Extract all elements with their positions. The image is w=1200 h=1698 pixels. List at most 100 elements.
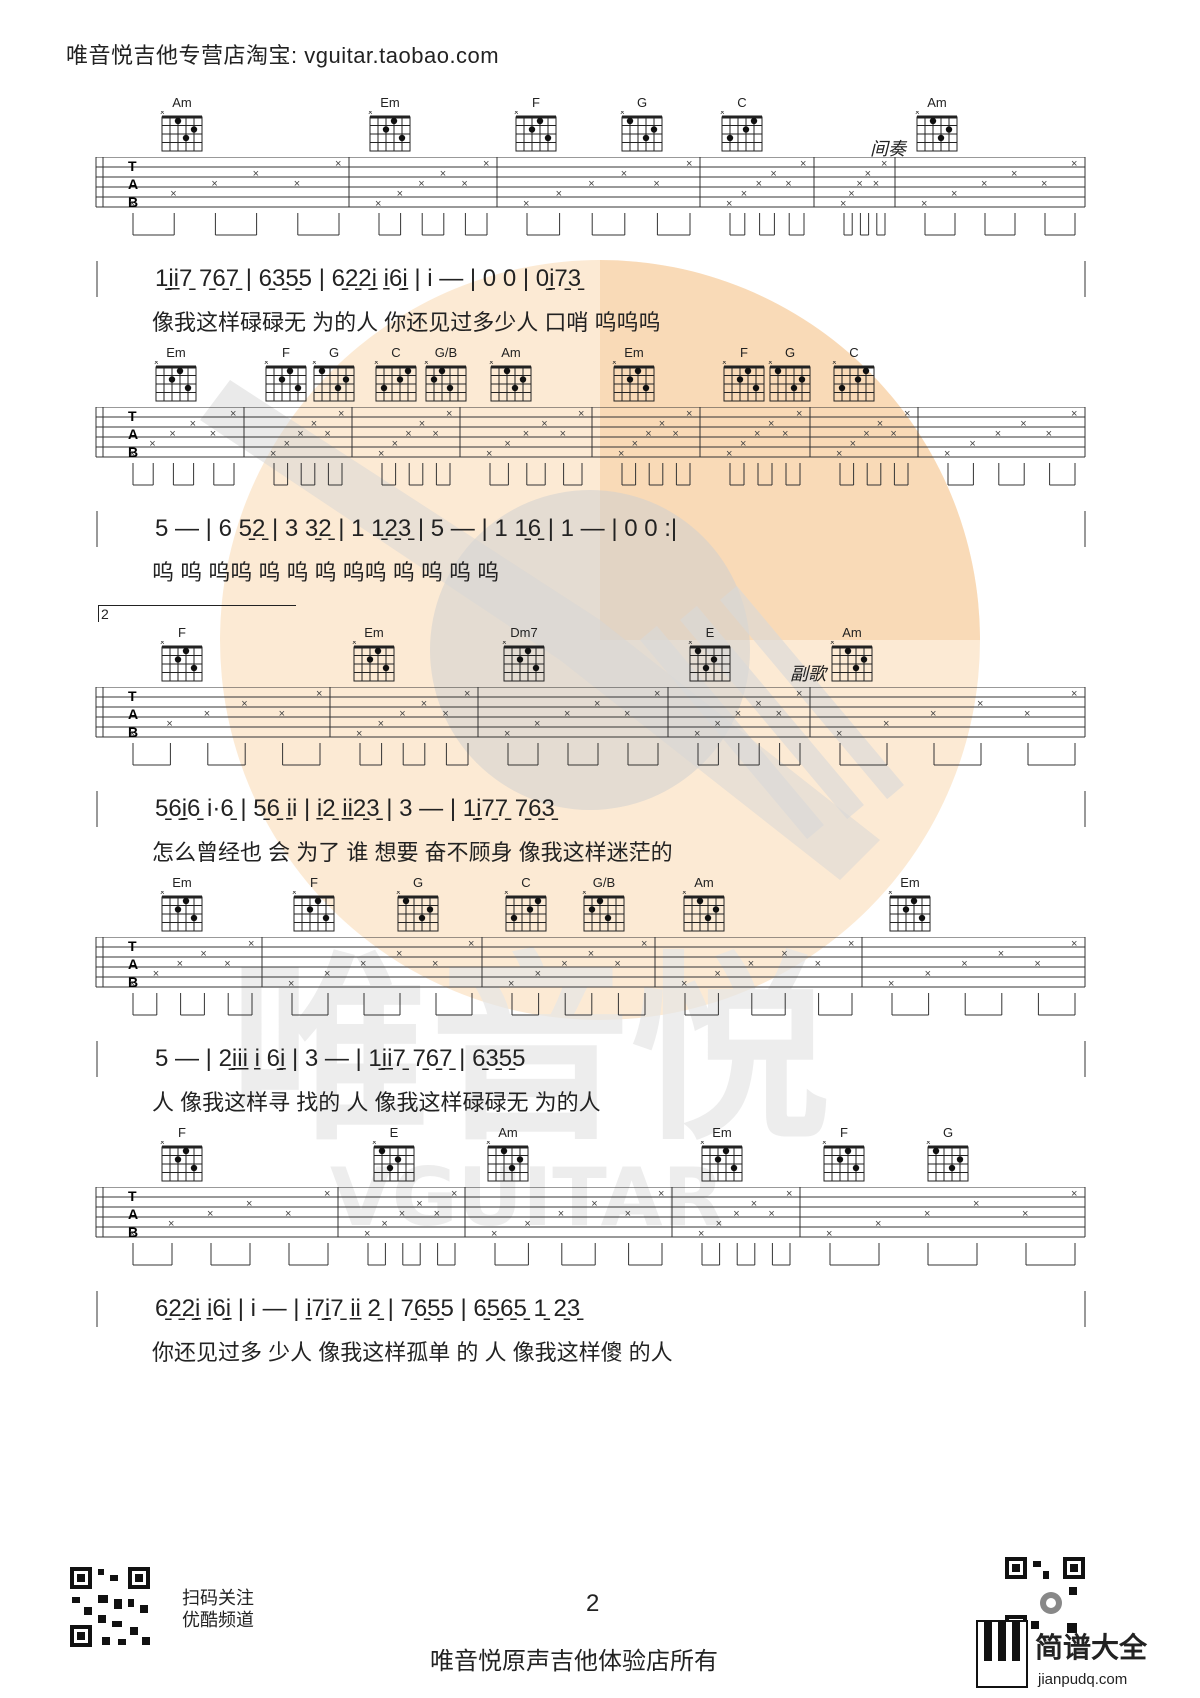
chord-diagram: F× [290,875,338,933]
chord-grid: × [612,361,655,402]
jianpu-notes-line: 5̱6̱i̱6̱ i·6̱ | 5̱6̱ i̱i | i̱2̱ i̱i̱2̱3̱… [155,795,555,822]
svg-text:×: × [654,688,660,700]
chord-diagram: C× [502,875,550,933]
svg-text:×: × [658,1188,664,1200]
svg-text:×: × [1046,428,1052,440]
svg-text:×: × [270,448,276,460]
chord-name: G [636,95,648,110]
chord-diagram: Em× [610,345,658,403]
svg-text:×: × [324,968,330,980]
svg-text:×: × [726,448,732,460]
svg-text:×: × [312,361,317,367]
svg-text:×: × [1071,158,1077,170]
svg-text:×: × [850,438,856,450]
chord-grid: × [264,361,307,402]
chord-name: G [784,345,796,360]
svg-text:×: × [612,361,617,367]
chord-grid: × [582,891,625,932]
chord-diagram: E× [370,1125,418,1183]
chord-name: Em [166,345,186,360]
chord-grid: × [489,361,532,402]
chord-grid: × [888,891,931,932]
svg-text:×: × [556,188,562,200]
svg-text:×: × [378,718,384,730]
svg-text:×: × [740,438,746,450]
chord-grid: × [154,361,197,402]
section-marker: 副歌 [790,664,826,684]
svg-text:×: × [399,708,405,720]
svg-text:×: × [364,1228,370,1240]
svg-text:×: × [1024,708,1030,720]
qr-code-right [1003,1555,1087,1639]
chord-diagram: F× [720,345,768,403]
svg-text:×: × [381,1218,387,1230]
svg-text:×: × [686,408,692,420]
svg-text:×: × [591,1198,597,1210]
svg-text:×: × [594,698,600,710]
chord-name: G/B [434,345,458,360]
svg-text:×: × [741,188,747,200]
svg-text:×: × [168,1218,174,1230]
svg-text:×: × [523,198,529,210]
svg-text:×: × [284,438,290,450]
svg-text:×: × [504,438,510,450]
svg-text:×: × [129,1228,135,1240]
svg-text:×: × [129,978,135,990]
volta-bracket: 2 [98,605,296,622]
chord-name: F [740,345,748,360]
svg-text:×: × [969,438,975,450]
svg-text:×: × [374,361,379,367]
svg-text:×: × [830,641,835,647]
svg-text:B: B [128,1224,138,1240]
svg-text:×: × [486,448,492,460]
jianpu-barlines [96,791,1086,827]
svg-text:×: × [324,1188,330,1200]
qr-code-left [68,1565,152,1649]
svg-text:×: × [770,168,776,180]
svg-text:×: × [1071,408,1077,420]
jianpu-barlines [96,1041,1086,1077]
svg-text:×: × [822,1141,827,1147]
svg-text:×: × [486,1141,491,1147]
svg-text:×: × [836,448,842,460]
svg-text:×: × [372,1141,377,1147]
svg-text:×: × [625,1208,631,1220]
svg-text:×: × [432,428,438,440]
svg-text:B: B [128,194,138,210]
svg-text:×: × [316,688,322,700]
jianpu-barlines [96,511,1086,547]
chord-grid: × [514,111,557,152]
chord-diagram: E× [686,625,734,683]
svg-text:×: × [751,1198,757,1210]
svg-text:×: × [405,428,411,440]
piano-keys-icon [976,1620,1028,1688]
chord-name: F [282,345,290,360]
chord-name: Am [694,875,714,890]
svg-text:×: × [888,891,893,897]
svg-text:×: × [154,361,159,367]
chord-grid: × [502,641,545,682]
chord-diagram: Am× [158,95,206,153]
svg-text:×: × [694,728,700,740]
section-marker: 间奏 [870,139,906,159]
svg-text:×: × [489,361,494,367]
svg-text:×: × [981,178,987,190]
chord-name: Em [380,95,400,110]
svg-text:×: × [241,698,247,710]
lyrics-line: 呜 呜 呜呜 呜 呜 呜 呜呜 呜 呜 呜 呜 [152,560,500,585]
svg-text:×: × [659,418,665,430]
svg-text:×: × [716,1218,722,1230]
tab-staff: TAB×××××××××××××××××××××××××××××× [95,687,1086,766]
svg-text:×: × [720,111,725,117]
svg-text:×: × [1071,688,1077,700]
svg-text:×: × [815,958,821,970]
svg-text:×: × [491,1228,497,1240]
chord-diagram: Em× [350,625,398,683]
svg-text:×: × [210,428,216,440]
svg-text:×: × [653,178,659,190]
chord-diagram: G× [310,345,358,403]
chord-name: G [942,1125,954,1140]
lyrics-line: 你还见过多 少人 像我这样孤单 的 人 像我这样傻 的人 [152,1340,673,1365]
svg-text:×: × [264,361,269,367]
svg-text:B: B [128,974,138,990]
